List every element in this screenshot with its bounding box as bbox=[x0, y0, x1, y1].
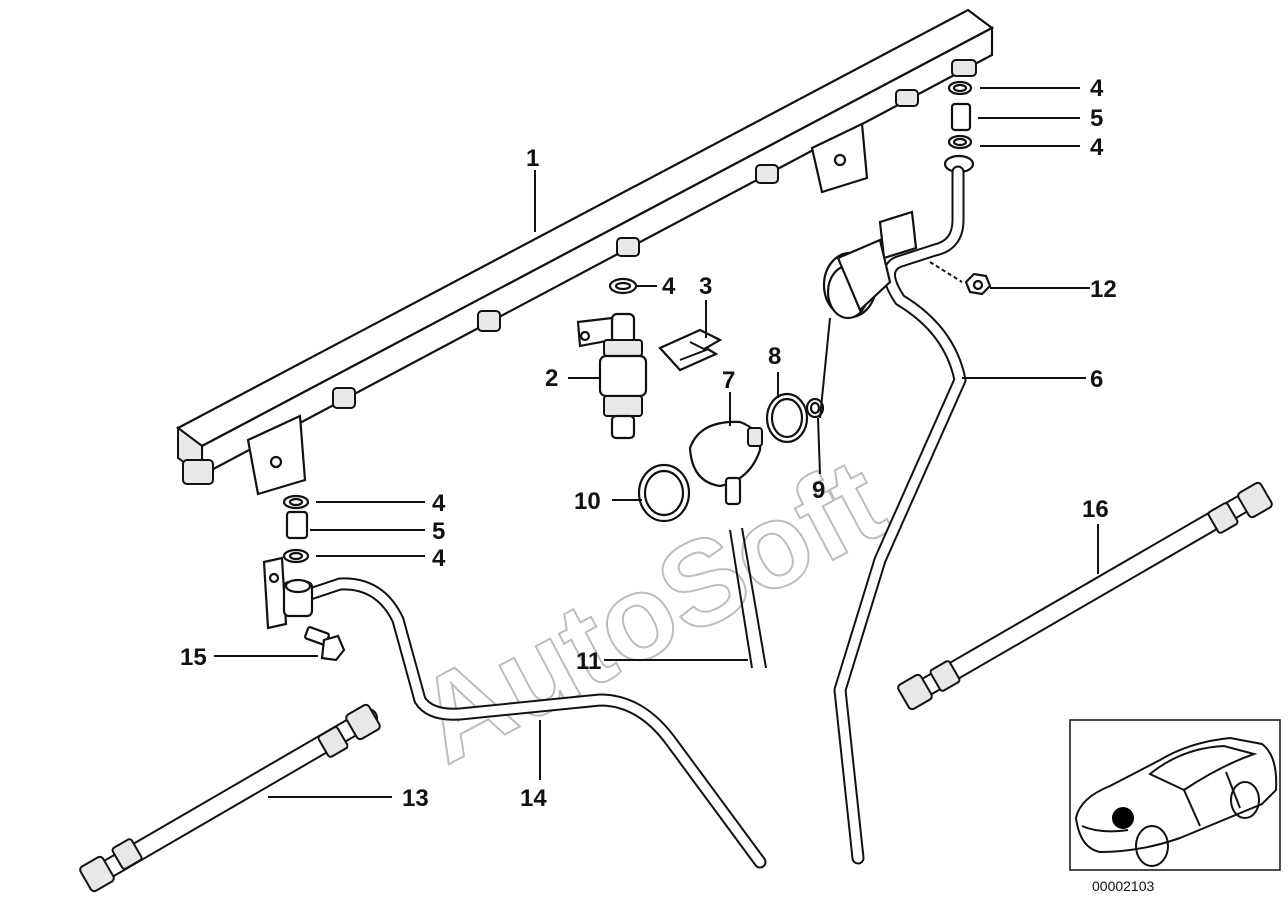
seal-stack-right bbox=[943, 80, 975, 174]
callout-10: 10 bbox=[574, 488, 601, 515]
fuel-line-return bbox=[822, 165, 967, 865]
seal-stack-left bbox=[282, 494, 310, 564]
diagram-code: 00002103 bbox=[1092, 878, 1155, 894]
pressure-regulator bbox=[688, 420, 763, 506]
location-marker bbox=[1112, 807, 1134, 829]
fuel-line-feed bbox=[262, 556, 767, 869]
callout-7: 7 bbox=[722, 367, 735, 394]
o-ring-small bbox=[805, 397, 825, 419]
callout-4: 4 bbox=[432, 490, 446, 517]
callout-11: 11 bbox=[576, 648, 601, 675]
callout-5: 5 bbox=[1090, 105, 1103, 132]
callout-4: 4 bbox=[432, 545, 446, 572]
callout-1: 1 bbox=[526, 145, 539, 172]
callout-13: 13 bbox=[402, 785, 429, 812]
callout-16: 16 bbox=[1082, 496, 1109, 523]
callout-4: 4 bbox=[1090, 134, 1104, 161]
callout-9: 9 bbox=[812, 477, 825, 504]
fuel-injector bbox=[576, 312, 648, 440]
retaining-clip bbox=[658, 328, 723, 372]
callout-4: 4 bbox=[662, 273, 676, 300]
callout-6: 6 bbox=[1090, 366, 1103, 393]
fuel-hose-left bbox=[79, 703, 381, 893]
leader-lines bbox=[214, 87, 1099, 798]
callout-8: 8 bbox=[768, 343, 781, 370]
vacuum-hose bbox=[729, 527, 767, 669]
callout-15: 15 bbox=[180, 644, 207, 671]
fuel-rail bbox=[175, 8, 995, 496]
fuel-hose-right bbox=[897, 481, 1273, 711]
hex-bolt bbox=[304, 626, 346, 662]
callout-14: 14 bbox=[520, 785, 547, 812]
hex-nut bbox=[929, 261, 992, 296]
callout-labels: 1 2 3 4 4 5 4 12 6 7 8 9 10 4 5 4 11 15 … bbox=[180, 75, 1117, 812]
location-inset bbox=[1069, 719, 1281, 871]
callout-12: 12 bbox=[1090, 276, 1117, 303]
callout-2: 2 bbox=[545, 365, 558, 392]
o-ring-large bbox=[765, 392, 809, 444]
seal-center bbox=[608, 277, 638, 295]
callout-3: 3 bbox=[699, 273, 712, 300]
clamp-ring bbox=[637, 463, 691, 523]
callout-4: 4 bbox=[1090, 75, 1104, 102]
callout-5: 5 bbox=[432, 518, 445, 545]
